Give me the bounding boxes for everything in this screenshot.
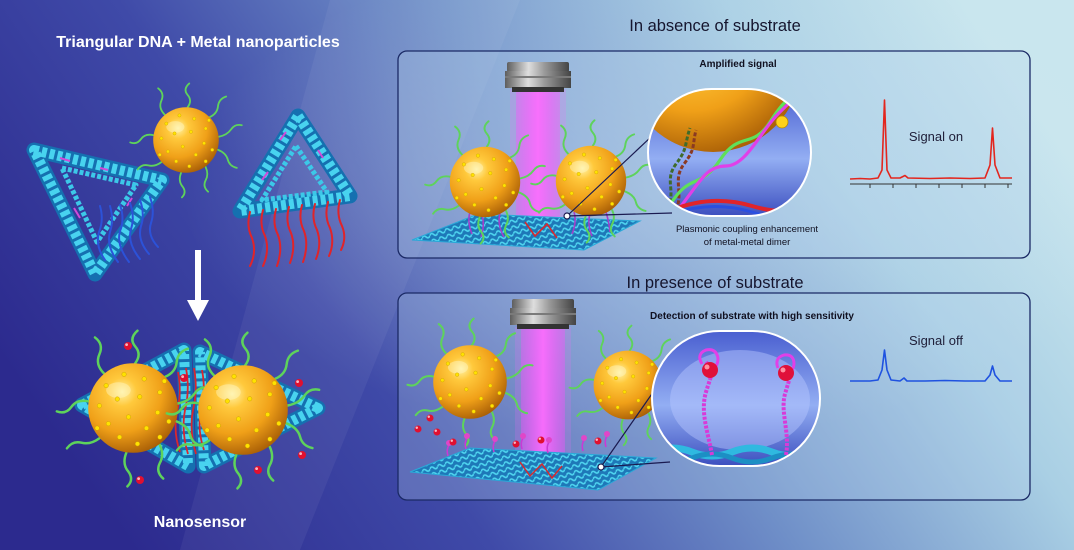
- substrate-bead: [298, 451, 306, 459]
- left-title: Triangular DNA + Metal nanoparticles: [56, 34, 340, 51]
- substrate-bead: [295, 379, 303, 387]
- panel-subtitle: Amplified signal: [699, 59, 776, 70]
- substrate-bead-highlight: [125, 343, 128, 346]
- plasmonic-note-line-2: of metal-metal dimer: [704, 237, 791, 248]
- substrate-bead: [427, 415, 434, 422]
- objective-lens-icon: [505, 62, 571, 92]
- aptamer-loop-bulb: [604, 431, 610, 437]
- arrow-shaft: [195, 250, 201, 302]
- laser-beam: [521, 327, 565, 470]
- bound-substrate-highlight: [705, 365, 710, 370]
- connector-point: [598, 464, 604, 470]
- panel-heading: In presence of substrate: [626, 274, 803, 292]
- substrate-bead-highlight: [181, 375, 184, 378]
- substrate-bead-highlight: [299, 452, 302, 455]
- plasmonic-note-line-1: Plasmonic coupling enhancement: [676, 224, 818, 235]
- substrate-bead: [450, 439, 457, 446]
- substrate-bead: [513, 441, 520, 448]
- laser-beam: [516, 89, 560, 231]
- nanosensor-caption: Nanosensor: [154, 514, 246, 531]
- substrate-bead: [180, 374, 188, 382]
- substrate-bead-highlight: [428, 416, 430, 418]
- aptamer-loop-bulb: [546, 437, 552, 443]
- panel-heading: In absence of substrate: [629, 17, 801, 35]
- bound-substrate: [778, 365, 794, 381]
- substrate-bead-highlight: [137, 477, 140, 480]
- panel-presence: In presence of substrate Detection of su…: [398, 274, 1030, 500]
- zoom-gold-dot: [776, 116, 788, 128]
- substrate-bead: [538, 437, 545, 444]
- zoom-inset-substrate: [652, 331, 820, 466]
- bound-substrate-highlight: [781, 368, 786, 373]
- substrate-bead-highlight: [296, 380, 299, 383]
- aptamer-loop-bulb: [581, 435, 587, 441]
- substrate-bead: [595, 438, 602, 445]
- substrate-bead: [415, 426, 422, 433]
- bound-substrate: [702, 362, 718, 378]
- substrate-bead-highlight: [596, 439, 598, 441]
- substrate-bead: [124, 342, 132, 350]
- substrate-bead-highlight: [514, 442, 516, 444]
- objective-lens-icon: [510, 299, 576, 329]
- signal-on-label: Signal on: [909, 129, 963, 144]
- signal-off-label: Signal off: [909, 333, 963, 348]
- substrate-bead: [136, 476, 144, 484]
- zoom-light-center: [670, 350, 810, 450]
- aptamer-loop-bulb: [492, 436, 498, 442]
- substrate-bead-highlight: [539, 438, 541, 440]
- substrate-bead: [434, 429, 441, 436]
- aptamer-loop-bulb: [464, 433, 470, 439]
- panel-subtitle: Detection of substrate with high sensiti…: [650, 311, 854, 322]
- substrate-bead: [254, 466, 262, 474]
- aptamer-loop-bulb: [520, 433, 526, 439]
- substrate-bead-highlight: [416, 427, 418, 429]
- connector-point: [564, 213, 570, 219]
- substrate-bead-highlight: [255, 467, 258, 470]
- substrate-bead-highlight: [435, 430, 437, 432]
- substrate-bead-highlight: [451, 440, 453, 442]
